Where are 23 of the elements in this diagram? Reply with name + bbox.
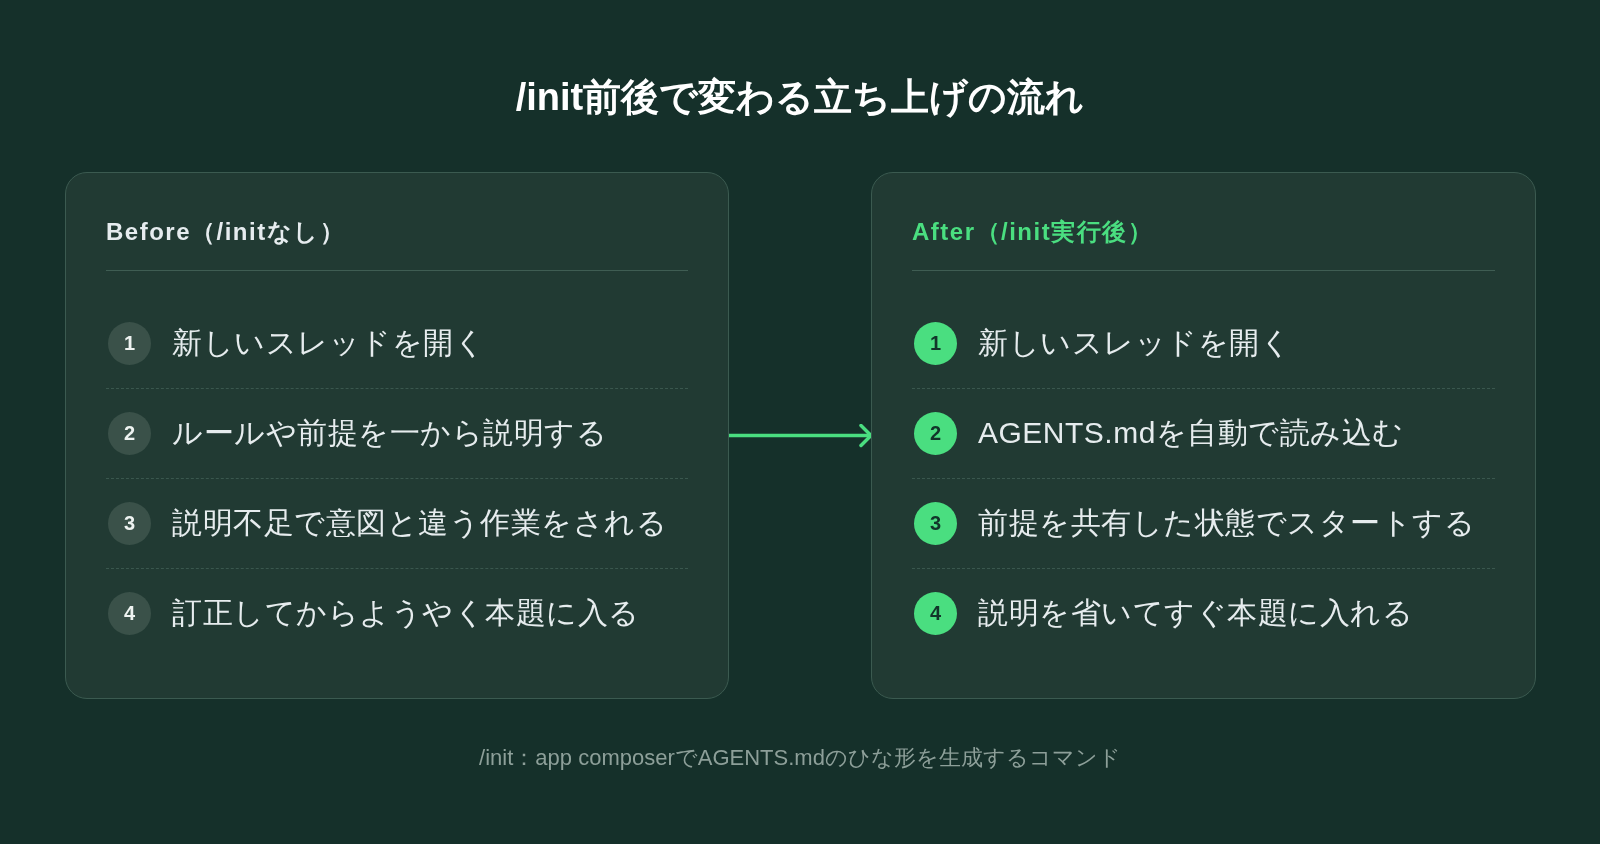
step-number: 1 [914, 321, 957, 365]
step-text: ルールや前提を一から説明する [172, 415, 607, 451]
step-text: 訂正してからようやく本題に入る [172, 595, 640, 631]
step-number: 4 [108, 591, 151, 635]
step-number: 3 [914, 501, 957, 545]
step-text: 説明不足で意図と違う作業をされる [172, 505, 667, 541]
caption: /init：app composerでAGENTS.mdのひな形を生成するコマンド [479, 744, 1121, 772]
panel-heading: After（/init実行後） [912, 217, 1154, 247]
step-number: 4 [914, 591, 957, 635]
panel-heading: Before（/initなし） [106, 217, 346, 247]
step-number: 1 [108, 321, 151, 365]
title: /init前後で変わる立ち上げの流れ [515, 75, 1085, 120]
step-text: 新しいスレッドを開く [172, 325, 485, 361]
step-number: 2 [108, 411, 151, 455]
step-text: 新しいスレッドを開く [978, 325, 1291, 361]
step-text: 前提を共有した状態でスタートする [978, 505, 1475, 541]
step-number: 3 [108, 501, 151, 545]
before-panel [65, 172, 729, 699]
after-panel [871, 172, 1536, 699]
step-number: 2 [914, 411, 957, 455]
arrow [727, 423, 873, 448]
step-text: 説明を省いてすぐ本題に入れる [978, 595, 1413, 631]
step-text: AGENTS.mdを自動で読み込む [978, 415, 1404, 451]
